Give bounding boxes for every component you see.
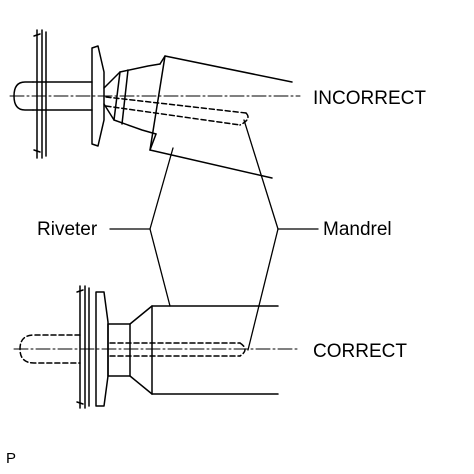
incorrect-riveter-nose — [103, 63, 161, 135]
correct-label: CORRECT — [313, 341, 407, 362]
page-marker: P — [6, 450, 17, 467]
incorrect-assembly — [9, 29, 301, 179]
correct-riveter-nose — [107, 305, 153, 395]
incorrect-label: INCORRECT — [313, 88, 426, 109]
correct-assembly — [13, 285, 301, 409]
correct-riveter-body — [151, 305, 279, 395]
mandrel-leader-lines — [243, 119, 319, 351]
incorrect-mandrel — [105, 96, 249, 126]
incorrect-rivet-body — [32, 81, 93, 111]
incorrect-rivet-flange — [91, 45, 105, 147]
mandrel-label: Mandrel — [323, 219, 392, 240]
incorrect-riveter-body — [149, 55, 293, 179]
incorrect-plates — [33, 29, 47, 159]
correct-plates — [76, 285, 90, 409]
riveter-leader-lines — [109, 147, 174, 307]
riveter-label: Riveter — [37, 219, 98, 240]
